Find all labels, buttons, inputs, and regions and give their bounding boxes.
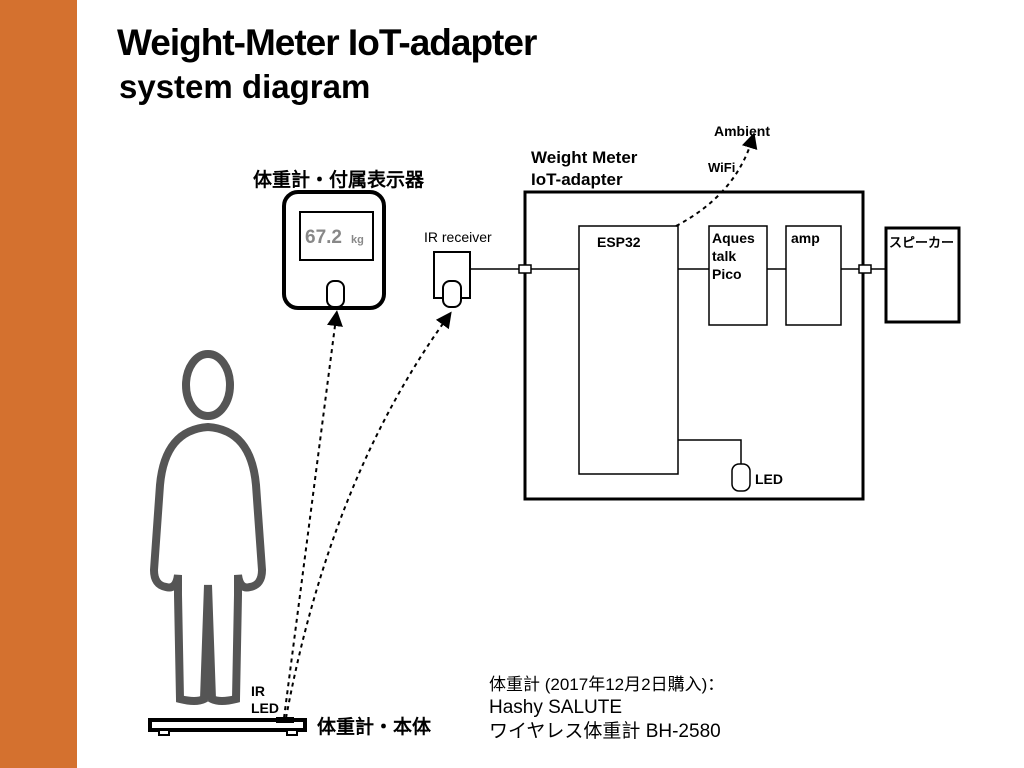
adapter-label-line1: Weight Meter — [531, 148, 638, 167]
wire-esp32-led — [678, 439, 742, 464]
display-ir-sensor-icon — [326, 280, 345, 308]
scale-body — [148, 717, 307, 736]
adapter-enclosure — [523, 190, 865, 501]
ir-signal-to-display-arrow — [283, 310, 343, 719]
aquestalk-label-line2: talk — [712, 248, 736, 264]
amp-block — [785, 225, 842, 326]
display-screen — [299, 211, 374, 261]
note-line1: 体重計 (2017年12月2日購入)： — [489, 675, 724, 694]
ir-signal-to-receiver-arrow — [285, 311, 452, 719]
adapter-label-line2: IoT-adapter — [531, 170, 623, 189]
adapter-input-connector — [518, 264, 532, 274]
ir-receiver-label: IR receiver — [424, 229, 492, 245]
weight-unit: kg — [351, 234, 364, 246]
speaker-label: スピーカー — [889, 235, 954, 250]
weight-value: 67.2 — [305, 227, 342, 248]
amp-label: amp — [791, 230, 820, 246]
aquestalk-label-line1: Aques — [712, 230, 755, 246]
aquestalk-label-line3: Pico — [712, 266, 742, 282]
adapter-output-connector — [858, 264, 872, 274]
note-line3: ワイヤレス体重計 BH-2580 — [489, 720, 721, 742]
accent-sidebar — [0, 0, 77, 768]
led-icon — [731, 463, 751, 492]
cloud-label: Ambient — [714, 123, 770, 139]
esp32-block — [578, 225, 679, 475]
ir-receiver-sensor-icon — [442, 280, 462, 308]
aquestalk-block — [708, 225, 768, 326]
note-line2: Hashy SALUTE — [489, 697, 622, 718]
slide-subtitle: system diagram — [119, 68, 371, 105]
scale-label: 体重計・本体 — [317, 715, 432, 738]
person-icon — [149, 350, 267, 705]
ir-led-label-line1: IR — [251, 683, 265, 699]
slide-title: Weight-Meter IoT-adapter — [117, 22, 537, 63]
speaker-block — [884, 226, 961, 324]
ir-led-label-line2: LED — [251, 700, 279, 716]
display-unit-label: 体重計・付属表示器 — [253, 168, 425, 191]
wifi-link-arrow — [675, 132, 758, 227]
wifi-label: WiFi — [708, 160, 735, 175]
scale-ir-led-icon — [276, 717, 294, 723]
led-label: LED — [755, 471, 783, 487]
esp32-label: ESP32 — [597, 234, 641, 250]
